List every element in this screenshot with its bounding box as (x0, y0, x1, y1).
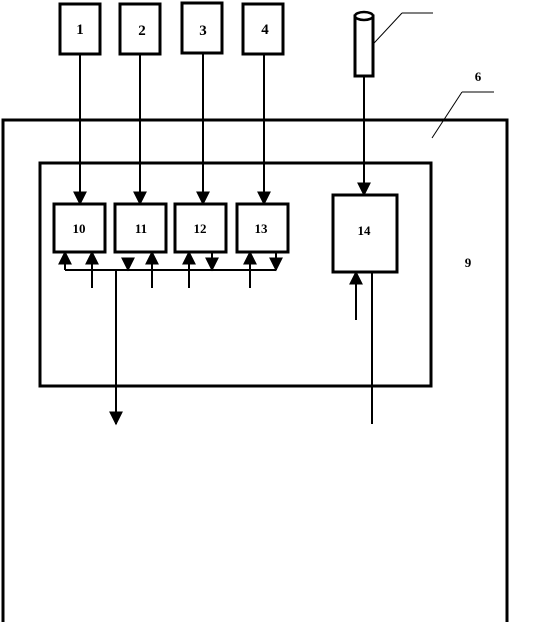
sensor-cylinder (353, 10, 375, 78)
label-6: 6 (475, 69, 482, 84)
inner-block-12-label: 12 (194, 221, 207, 236)
inner-block-11-label: 11 (135, 221, 147, 236)
inner-block-13: 13 (235, 202, 290, 254)
top-block-3: 3 (180, 1, 224, 55)
top-block-4-label: 4 (261, 22, 269, 38)
inner-block-10: 10 (52, 202, 107, 254)
top-block-4: 4 (241, 2, 285, 56)
inner-block-12: 12 (173, 202, 228, 254)
label-9: 9 (465, 255, 472, 270)
top-block-1-label: 1 (76, 22, 84, 38)
inner-block-13-label: 13 (255, 221, 269, 236)
inner-frame (38, 161, 433, 388)
top-block-2-label: 2 (138, 23, 146, 39)
top-block-2: 2 (118, 2, 162, 56)
block-14: 14 (331, 193, 399, 274)
inner-block-10-label: 10 (73, 221, 86, 236)
outer-frame (1, 118, 509, 622)
inner-block-11: 11 (113, 202, 168, 254)
block-14-label: 14 (358, 223, 372, 238)
leader-line-6 (431, 91, 463, 139)
top-block-1: 1 (58, 2, 102, 56)
top-block-3-label: 3 (199, 23, 207, 39)
